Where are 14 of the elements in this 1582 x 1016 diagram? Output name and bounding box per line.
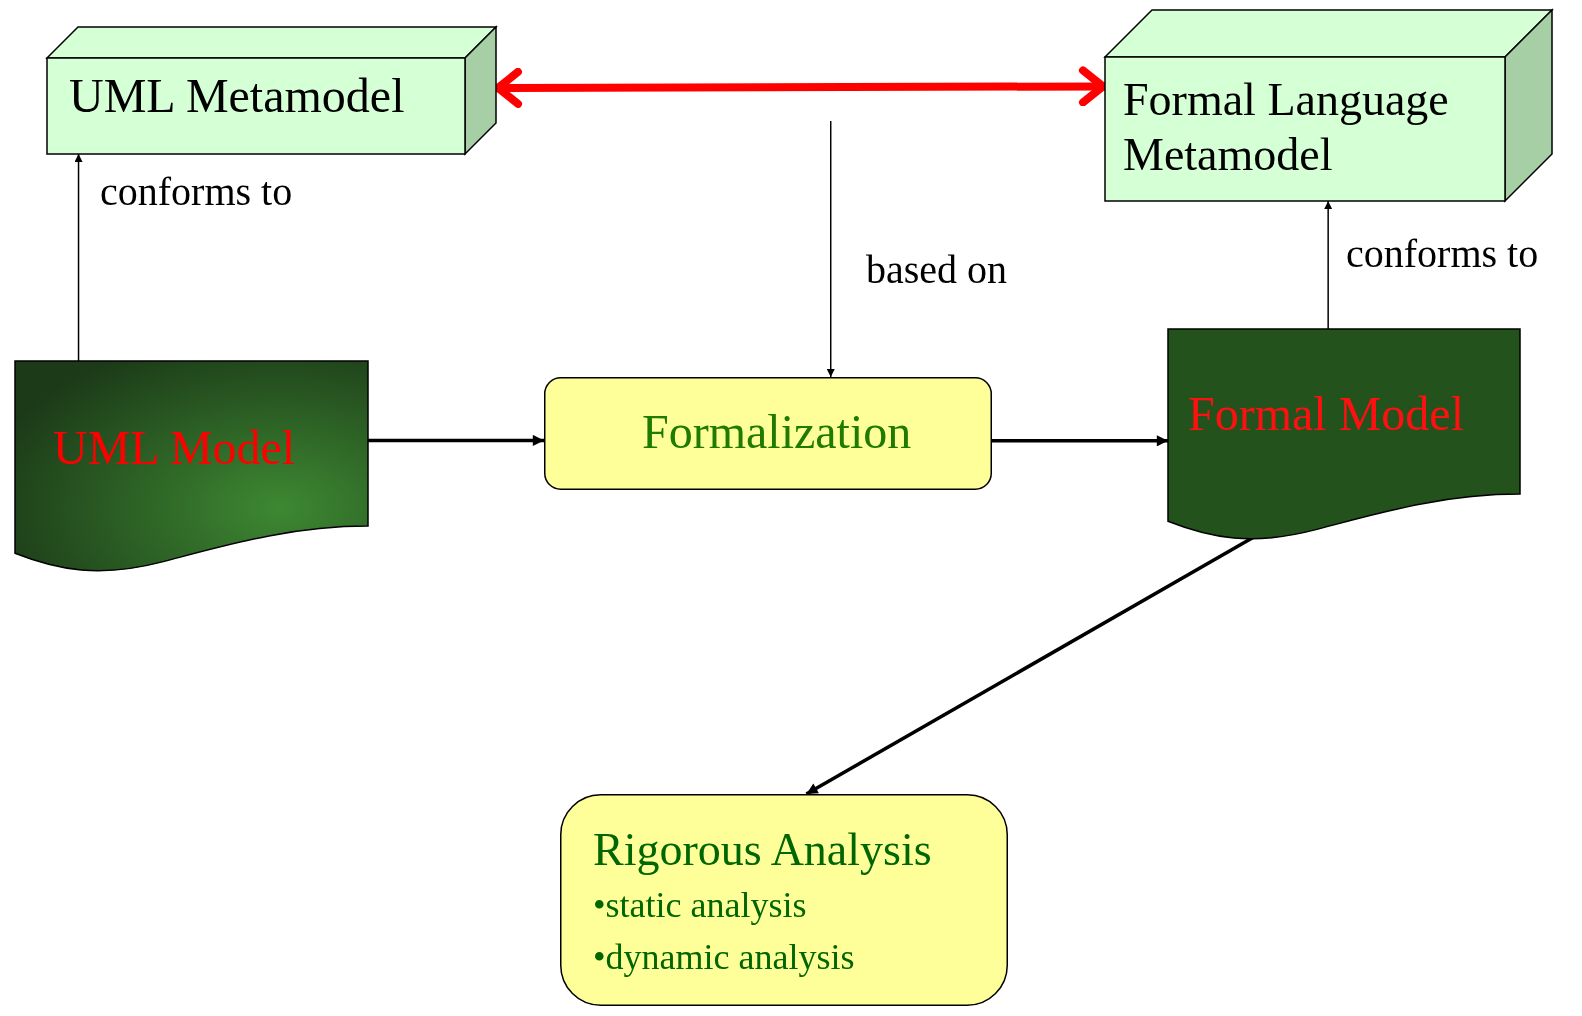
node-title: UML Metamodel [69, 68, 405, 124]
bullet-item: •dynamic analysis [593, 936, 855, 979]
node-title: Formal Language Metamodel [1123, 73, 1450, 183]
bullet-item: •static analysis [593, 884, 807, 927]
double-arrow [494, 66, 1107, 108]
node-title: Formalization [642, 404, 912, 460]
arrow [74, 153, 83, 362]
node-title: Formal Model [1188, 386, 1464, 442]
arrow [368, 434, 544, 446]
arrow [1324, 200, 1333, 330]
node-title: UML Model [53, 420, 296, 476]
node-title: Rigorous Analysis [593, 823, 932, 877]
arrow [826, 120, 835, 378]
arrow [992, 435, 1168, 447]
